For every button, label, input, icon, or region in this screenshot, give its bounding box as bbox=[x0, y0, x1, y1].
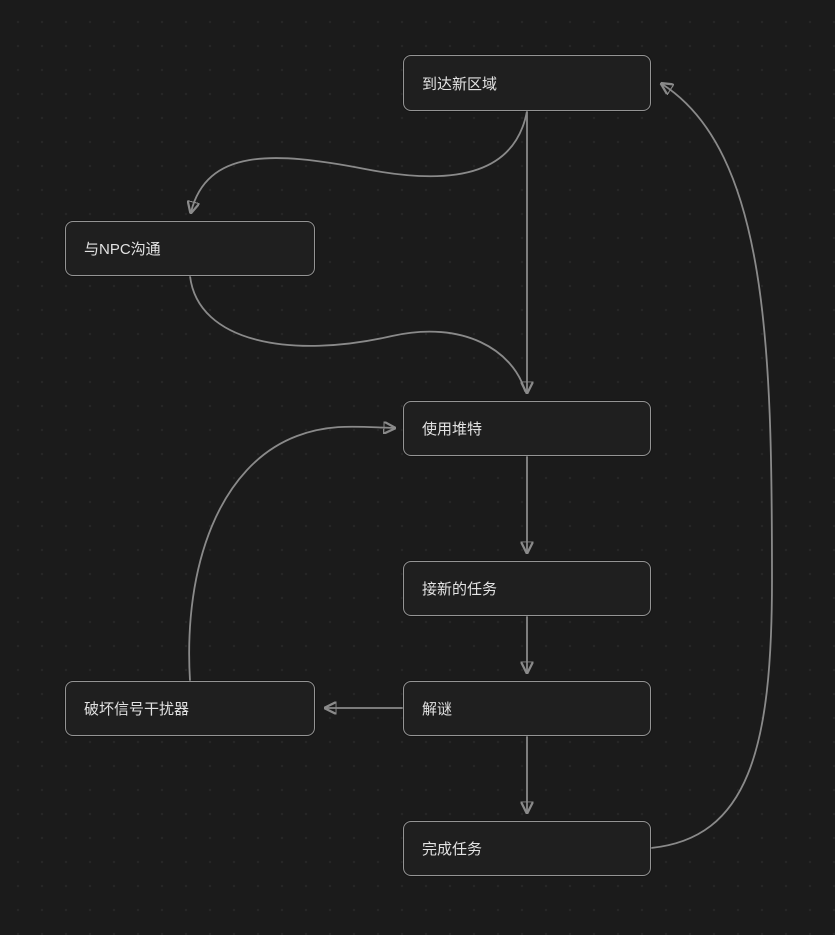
node-use-item[interactable]: 使用堆特 bbox=[403, 401, 651, 456]
node-label: 破坏信号干扰器 bbox=[84, 701, 190, 718]
node-talk-to-npc[interactable]: 与NPC沟通 bbox=[65, 221, 315, 276]
node-solve-puzzle[interactable]: 解谜 bbox=[403, 681, 651, 736]
node-complete-task[interactable]: 完成任务 bbox=[403, 821, 651, 876]
node-label: 接新的任务 bbox=[422, 581, 498, 598]
node-accept-new-task[interactable]: 接新的任务 bbox=[403, 561, 651, 616]
edge-npc-to-use bbox=[189, 275, 526, 392]
edge-jammer-to-use bbox=[188, 427, 394, 682]
node-label: 解谜 bbox=[422, 701, 453, 718]
node-destroy-signal-jammer[interactable]: 破坏信号干扰器 bbox=[65, 681, 315, 736]
node-label: 到达新区域 bbox=[422, 75, 498, 93]
edge-arrive-to-npc bbox=[191, 110, 528, 212]
node-label: 与NPC沟通 bbox=[84, 241, 161, 258]
node-arrive-new-area[interactable]: 到达新区域 bbox=[403, 55, 651, 111]
edge-complete-to-arrive bbox=[650, 84, 773, 849]
node-label: 完成任务 bbox=[422, 841, 483, 858]
node-label: 使用堆特 bbox=[422, 421, 483, 438]
